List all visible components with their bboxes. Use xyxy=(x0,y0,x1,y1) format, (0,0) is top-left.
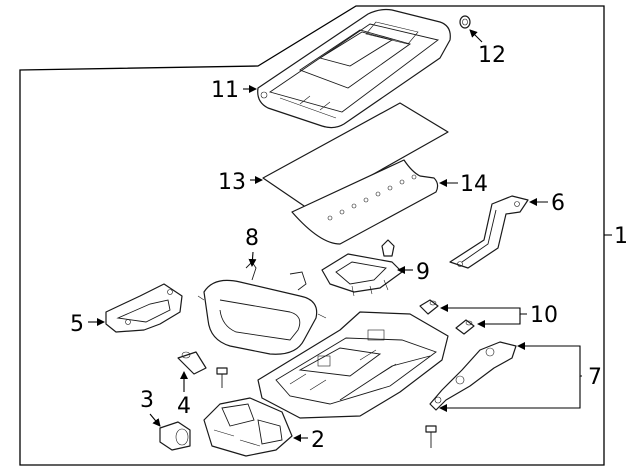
part-2-module xyxy=(203,397,293,457)
callout-12: 12 xyxy=(478,43,506,68)
callout-7: 7 xyxy=(588,365,602,390)
main-housing xyxy=(257,311,449,419)
part-7-busbar xyxy=(429,341,517,411)
part-4-clip xyxy=(177,351,207,375)
bolt-small xyxy=(216,367,228,388)
callout-14: 14 xyxy=(460,172,488,197)
callout-11: 11 xyxy=(211,78,239,103)
part-13-gasket xyxy=(262,102,449,211)
part-10-fittings xyxy=(419,299,475,335)
callout-10: 10 xyxy=(530,303,558,328)
callout-9: 9 xyxy=(416,260,430,285)
part-3-clamp xyxy=(159,421,191,451)
part-14-seal xyxy=(291,159,439,245)
callout-6: 6 xyxy=(551,191,565,216)
callout-3: 3 xyxy=(140,388,154,413)
part-12-plug xyxy=(459,15,471,29)
callout-13: 13 xyxy=(218,170,246,195)
assembly-frame xyxy=(19,5,605,466)
leader-lines xyxy=(88,29,612,442)
part-6-bracket xyxy=(449,195,529,269)
callout-2: 2 xyxy=(311,428,325,453)
part-8-harness xyxy=(197,261,327,355)
bolt-lower xyxy=(425,425,437,448)
part-11-cover xyxy=(257,8,451,129)
callout-8: 8 xyxy=(245,226,259,251)
part-5-bracket xyxy=(105,283,183,333)
callout-5: 5 xyxy=(70,312,84,337)
part-9-module xyxy=(321,239,403,297)
callout-4: 4 xyxy=(177,394,191,419)
callout-1: 1 xyxy=(614,224,628,249)
